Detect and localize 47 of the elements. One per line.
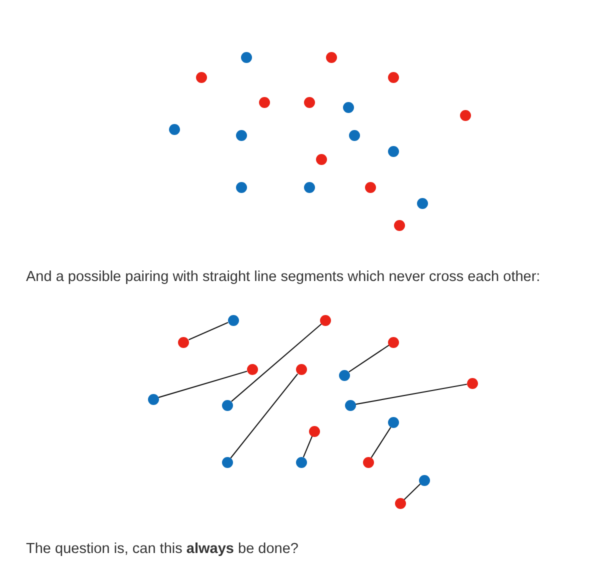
- dot: [466, 378, 478, 389]
- body-text: The question is, can this always be done?: [26, 540, 298, 558]
- dot: [236, 130, 248, 141]
- line-segment: [230, 374, 298, 458]
- dot: [148, 394, 159, 404]
- dot: [348, 130, 360, 142]
- line-segment: [355, 384, 467, 405]
- dot: [326, 52, 338, 64]
- dot: [362, 456, 374, 468]
- line-segment: [370, 427, 392, 458]
- dot: [222, 456, 233, 468]
- line-segment: [231, 323, 322, 402]
- dot: [308, 426, 320, 436]
- dot: [241, 52, 252, 64]
- dot: [178, 336, 190, 348]
- dot: [394, 498, 406, 510]
- line-segment: [188, 322, 228, 340]
- dot: [416, 198, 428, 210]
- dot: [338, 370, 350, 380]
- dot: [222, 400, 233, 410]
- dot: [296, 456, 307, 468]
- dot: [196, 72, 208, 84]
- dot: [296, 364, 306, 376]
- dot: [343, 102, 354, 114]
- dot: [304, 182, 314, 194]
- dot: [365, 182, 376, 194]
- dot: [344, 400, 356, 411]
- dot: [258, 97, 270, 108]
- dot: [168, 124, 180, 135]
- dot: [388, 336, 400, 348]
- dot: [460, 110, 472, 121]
- dot: [388, 72, 400, 84]
- line-segment: [302, 436, 313, 458]
- dot: [246, 364, 258, 376]
- dot: [388, 146, 400, 157]
- line-segment: [404, 483, 421, 500]
- dot: [236, 182, 248, 194]
- dot: [388, 417, 400, 428]
- line-segment: [348, 344, 390, 372]
- dot: [394, 220, 404, 230]
- body-text: And a possible pairing with straight line segments which never cross each other:: [26, 268, 540, 286]
- dot: [304, 97, 314, 108]
- line-segment: [158, 370, 248, 398]
- dot: [228, 314, 238, 326]
- dot: [418, 474, 430, 486]
- dot: [320, 314, 332, 326]
- dot: [316, 154, 327, 164]
